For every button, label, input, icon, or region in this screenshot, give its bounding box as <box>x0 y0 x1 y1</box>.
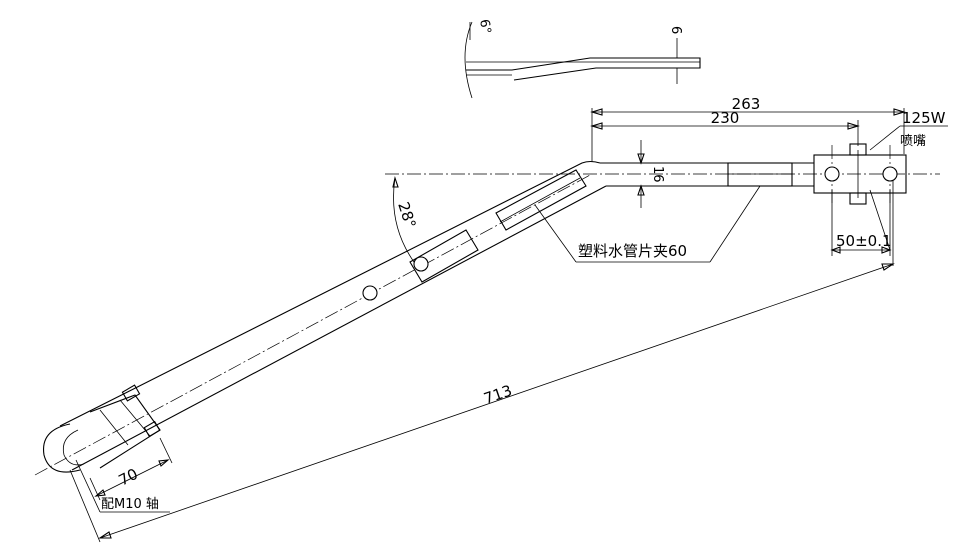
dimension-70: 70 <box>89 437 173 501</box>
nozzle-code-label: 125W <box>902 109 946 127</box>
dimension-230: 230 <box>590 109 860 146</box>
dimension-16: 16 <box>637 140 665 208</box>
clamp-callout: 塑料水管片夹60 <box>534 185 761 263</box>
side-view-detail: 6° 6 <box>464 18 701 99</box>
hole-lower <box>362 285 378 301</box>
hole-block-right <box>882 166 898 182</box>
shaft-callout: 配M10 轴 <box>75 459 170 513</box>
angle-28: 28° <box>392 175 420 263</box>
angle-6-label: 6° <box>476 18 493 35</box>
arm-body <box>42 160 814 473</box>
dim-263-label: 263 <box>732 95 761 113</box>
dim-16-label: 16 <box>650 166 665 183</box>
dim-713-label: 713 <box>481 381 514 407</box>
dim-6-label: 6 <box>668 26 683 34</box>
dim-50-label: 50±0.1 <box>836 232 892 250</box>
clamp-label: 塑料水管片夹60 <box>578 242 687 260</box>
hole-block-left <box>824 166 840 182</box>
angle-28-label: 28° <box>394 200 419 231</box>
hole-upper <box>413 256 429 272</box>
centerline-arm <box>34 173 593 476</box>
shaft-label: 配M10 轴 <box>101 497 159 512</box>
dimension-713: 713 <box>69 180 895 543</box>
nozzle-callout: 125W 喷嘴 <box>869 109 948 151</box>
dim-70-label: 70 <box>116 465 141 490</box>
dimension-263: 263 <box>590 95 906 162</box>
dim-230-label: 230 <box>711 109 740 127</box>
nozzle-name-label: 喷嘴 <box>900 134 926 149</box>
dimension-50: 50±0.1 <box>830 189 892 256</box>
